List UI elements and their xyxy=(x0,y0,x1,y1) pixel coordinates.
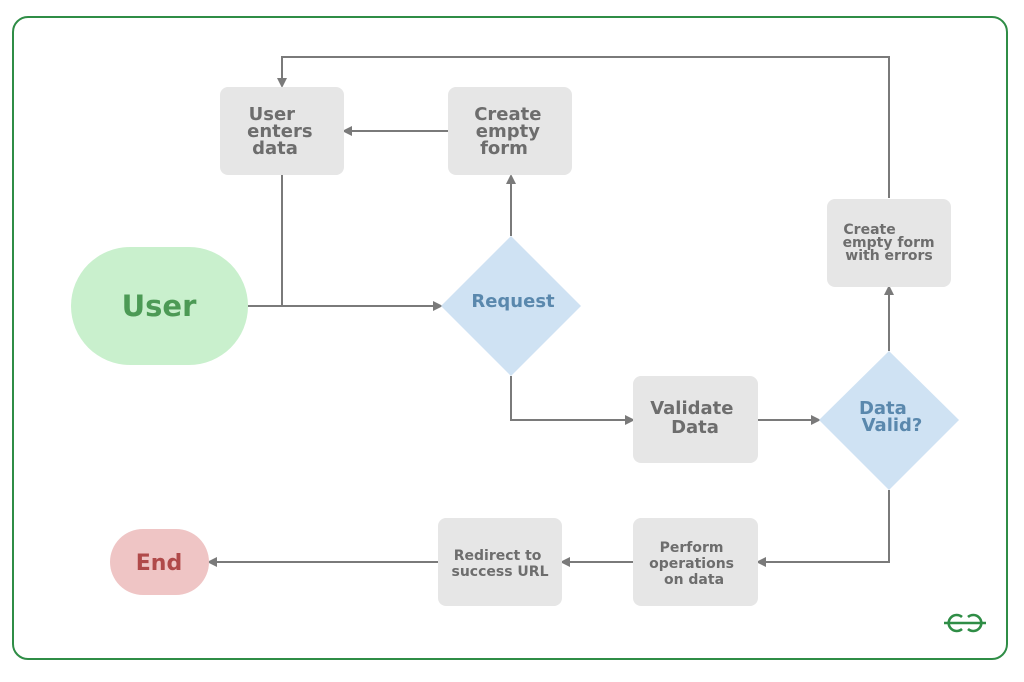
start-node-label: User xyxy=(122,289,197,323)
arrow-errors-loop-to-user-enters-data xyxy=(277,56,890,198)
arrow-request-to-validate-data xyxy=(510,376,635,425)
connectors xyxy=(207,56,894,567)
process-create-empty-form-label: Create empty form xyxy=(474,104,548,159)
end-node-label: End xyxy=(136,551,182,576)
process-user-enters-data: User enters data xyxy=(220,87,344,175)
process-user-enters-data-label: User enters data xyxy=(247,104,319,159)
diagram-frame xyxy=(12,16,1008,660)
decision-request-label: Request xyxy=(471,291,555,312)
decision-data-valid-label: Data Valid? xyxy=(859,398,922,436)
start-node-user: User xyxy=(71,247,248,365)
process-create-empty-form-with-errors-label: Create empty form with errors xyxy=(843,222,940,264)
process-validate-data: Validate Data xyxy=(633,376,758,463)
decision-data-valid: Data Valid? xyxy=(819,351,959,490)
decision-request: Request xyxy=(441,236,581,376)
process-redirect-label: Redirect to success URL xyxy=(451,548,548,580)
arrow-data-valid-to-perform-operations xyxy=(756,490,890,567)
process-perform-operations-label: Perform operations on data xyxy=(649,540,739,588)
end-node: End xyxy=(110,529,209,595)
process-create-empty-form: Create empty form xyxy=(448,87,572,175)
process-validate-data-label: Validate Data xyxy=(650,398,740,438)
gfg-logo-icon xyxy=(944,613,986,633)
process-redirect: Redirect to success URL xyxy=(438,518,562,606)
process-create-empty-form-with-errors: Create empty form with errors xyxy=(827,199,951,287)
process-perform-operations: Perform operations on data xyxy=(633,518,758,606)
